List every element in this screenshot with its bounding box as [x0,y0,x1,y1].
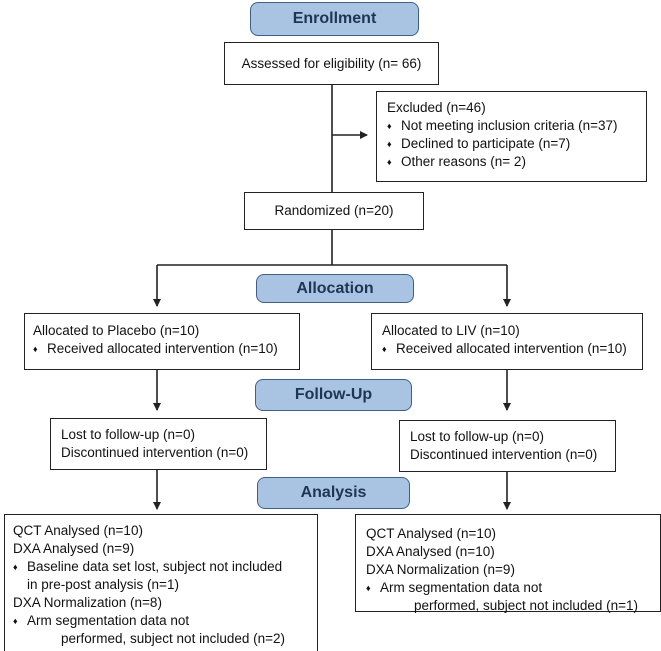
excluded-item-text: Not meeting inclusion criteria (n=37) [401,118,618,133]
stage-enrollment-label: Enrollment [292,10,377,27]
placebo-arm-text-2: performed, subject not included (n=2) [61,631,286,646]
placebo-arm-item: ♦ Arm segmentation data not [13,612,317,630]
liv-allocation-text: Allocated to LIV (n=10) [382,323,520,338]
placebo-received-item: ♦ Received allocated intervention (n=10) [33,340,299,358]
liv-discontinued-text: Discontinued intervention (n=0) [410,447,598,462]
stage-follow-up: Follow-Up [255,379,412,411]
placebo-dxa-text: DXA Analysed (n=9) [13,541,135,556]
liv-received-item: ♦ Received allocated intervention (n=10) [382,340,642,358]
liv-qct-text: QCT Analysed (n=10) [366,526,496,541]
bullet-icon: ♦ [33,344,38,354]
excluded-item: ♦ Not meeting inclusion criteria (n=37) [387,117,646,135]
placebo-arm-text-1: Arm segmentation data not [27,613,190,628]
liv-lost-text: Lost to follow-up (n=0) [410,429,544,444]
liv-normalization-text: DXA Normalization (n=9) [366,562,515,577]
liv-received-text: Received allocated intervention (n=10) [396,341,627,356]
stage-enrollment: Enrollment [250,2,419,36]
placebo-allocation-text: Allocated to Placebo (n=10) [33,323,200,338]
excluded-title: Excluded (n=46) [387,100,486,115]
placebo-discontinued-text: Discontinued intervention (n=0) [61,445,249,460]
placebo-qct-text: QCT Analysed (n=10) [13,523,143,538]
placebo-allocation-box: Allocated to Placebo (n=10) ♦ Received al… [24,313,300,370]
bullet-icon: ♦ [387,121,392,131]
excluded-item-text: Declined to participate (n=7) [401,136,571,151]
liv-followup-box: Lost to follow-up (n=0) Discontinued int… [399,420,616,472]
assessed-box: Assessed for eligibility (n= 66) [224,42,439,85]
excluded-item: ♦ Declined to participate (n=7) [387,135,646,153]
placebo-baseline-text-2: in pre-post analysis (n=1) [27,577,179,592]
placebo-baseline-text-1: Baseline data set lost, subject not incl… [27,559,283,574]
stage-analysis-label: Analysis [300,484,367,501]
placebo-lost-text: Lost to follow-up (n=0) [61,427,195,442]
liv-arm-text-1: Arm segmentation data not [380,580,543,595]
stage-allocation: Allocation [256,274,414,303]
bullet-icon: ♦ [366,583,371,593]
placebo-followup-box: Lost to follow-up (n=0) Discontinued int… [50,418,267,470]
liv-allocation-box: Allocated to LIV (n=10) ♦ Received alloca… [371,313,643,370]
placebo-received-text: Received allocated intervention (n=10) [47,341,278,356]
bullet-icon: ♦ [387,139,392,149]
bullet-icon: ♦ [382,344,387,354]
liv-arm-text-2: performed, subject not included (n=1) [414,598,639,613]
excluded-box: Excluded (n=46) ♦ Not meeting inclusion c… [376,91,647,182]
excluded-item: ♦ Other reasons (n= 2) [387,153,646,171]
placebo-baseline-item: ♦ Baseline data set lost, subject not inc… [13,558,317,576]
stage-allocation-label: Allocation [296,279,374,297]
bullet-icon: ♦ [387,157,392,167]
liv-arm-item: ♦ Arm segmentation data not [366,579,660,597]
bullet-icon: ♦ [13,562,18,572]
assessed-text: Assessed for eligibility (n= 66) [241,55,422,71]
placebo-analysis-box: QCT Analysed (n=10) DXA Analysed (n=9) ♦… [4,514,318,651]
stage-follow-up-label: Follow-Up [294,386,373,403]
randomized-text: Randomized (n=20) [274,203,394,218]
stage-analysis: Analysis [257,477,410,509]
placebo-normalization-text: DXA Normalization (n=8) [13,595,162,610]
liv-analysis-box: QCT Analysed (n=10) DXA Analysed (n=10) … [355,514,661,613]
excluded-item-text: Other reasons (n= 2) [401,154,526,169]
bullet-icon: ♦ [13,616,18,626]
randomized-box: Randomized (n=20) [244,192,424,230]
liv-dxa-text: DXA Analysed (n=10) [366,544,495,559]
